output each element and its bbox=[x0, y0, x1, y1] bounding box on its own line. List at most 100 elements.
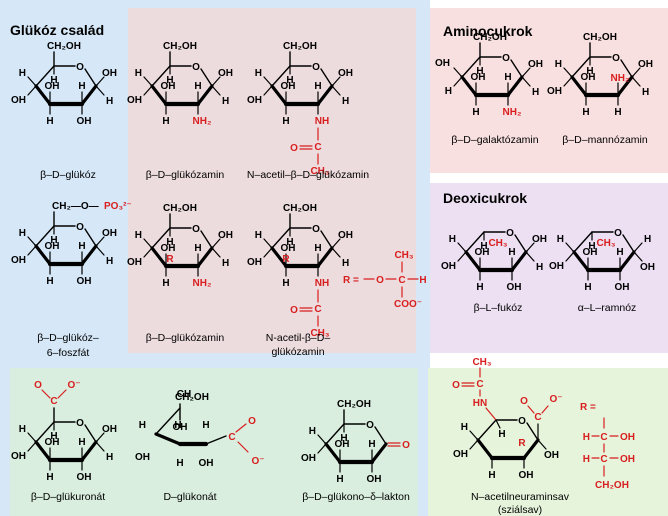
mol-n-acetyl-glucosamine-bond-c4-up bbox=[263, 76, 273, 87]
mol-n-acetyl-glucosamine-ring-oxygen: O bbox=[312, 62, 320, 73]
mol-n-acetyl-glucosamine-h1: H bbox=[342, 96, 349, 107]
mol-b-d-glucosamine-h3: H bbox=[162, 116, 169, 127]
r-definition-h: H bbox=[419, 275, 426, 286]
mol-glucuronate-bond-c4-up bbox=[27, 432, 37, 443]
mol-b-l-fucose-bond-c1-c2 bbox=[510, 250, 528, 272]
mol-glucuronate-bond-co bbox=[41, 389, 51, 399]
mol-b-d-mannosamine-h4: H bbox=[555, 59, 562, 70]
mol-n-acetyl-glucosamine-ch3: CH₃ bbox=[310, 166, 329, 177]
mol-b-d-glucosamine-r-bond-c1-c2 bbox=[196, 246, 214, 268]
mol-b-d-glucose-bond-c4-up bbox=[27, 76, 37, 87]
mol-n-acetyl-glucosamine-r-bond-c4-up bbox=[263, 238, 273, 249]
mol-sialic-acid-h4: H bbox=[461, 422, 468, 433]
mol-b-d-mannosamine-bond-c4-down bbox=[563, 76, 573, 87]
r-definition-ch3: CH₃ bbox=[394, 250, 413, 261]
mol-b-d-glucose-bond-c3-c4 bbox=[34, 84, 52, 106]
r-definition-o: O bbox=[376, 275, 384, 286]
mol-n-acetyl-glucosamine-r-bond-c3-c4 bbox=[270, 246, 288, 268]
mol-a-l-rhamnose-bond-c1-up bbox=[633, 242, 643, 253]
mol-glucose-6-phosphate-bond-c1-up bbox=[95, 236, 105, 247]
mol-b-d-glucosamine-oh4: OH bbox=[127, 95, 142, 106]
label-b-d-mannosamine: β–D–mannózamin bbox=[562, 134, 648, 146]
mol-gluconate-oh2: OH bbox=[199, 458, 214, 469]
mol-n-acetyl-glucosamine-bond-c1-c2 bbox=[316, 84, 334, 106]
mol-b-l-fucose-bond-c4-down bbox=[457, 251, 467, 262]
mol-glucuronate-bond-c4-down bbox=[27, 441, 37, 452]
mol-glucuronate-bond-c3-c4 bbox=[34, 440, 52, 462]
mol-gluconate-ch2oh: CH₂OH bbox=[175, 392, 209, 403]
mol-sialic-acid-r-group: R bbox=[518, 438, 526, 449]
mol-gluconolactone-oh2: OH bbox=[367, 474, 382, 485]
mol-b-d-glucosamine-r-h3: H bbox=[162, 278, 169, 289]
mol-b-d-galactosamine-bond-o-c1 bbox=[510, 59, 523, 78]
mol-n-acetyl-glucosamine-bond-c4-c5 bbox=[271, 65, 291, 87]
mol-glucuronate-h4: H bbox=[19, 424, 26, 435]
mol-b-d-galactosamine-h1: H bbox=[532, 87, 539, 98]
label-n-acetyl-glucosamine: N–acetil–β–D–glükózamin bbox=[247, 169, 369, 181]
r-definition-label: R = bbox=[343, 275, 359, 286]
mol-b-d-galactosamine-ch2oh: CH₂OH bbox=[473, 32, 507, 43]
mol-b-d-glucose-ch2oh: CH₂OH bbox=[47, 41, 81, 52]
mol-n-acetyl-glucosamine-bond-o-c1 bbox=[320, 68, 333, 87]
mol-b-d-glucose-oh3: OH bbox=[45, 81, 60, 92]
r-chain-h2: H bbox=[583, 454, 590, 465]
mol-b-d-mannosamine-h5: H bbox=[586, 66, 593, 77]
mol-glucuronate-h3: H bbox=[46, 472, 53, 483]
mol-b-d-mannosamine-oh1: OH bbox=[638, 59, 653, 70]
mol-b-d-glucose-oh2: OH bbox=[77, 116, 92, 127]
mol-gluconate-oh4: OH bbox=[135, 452, 150, 463]
r-chain-c2: C bbox=[600, 454, 607, 465]
mol-b-d-glucosamine-r-bond-c3-c4 bbox=[150, 246, 168, 268]
mol-b-d-glucosamine-h2: H bbox=[194, 81, 201, 92]
mol-glucose-6-phosphate-h5: H bbox=[50, 235, 57, 246]
mol-a-l-rhamnose-bond-c1-c2 bbox=[618, 250, 636, 272]
mol-b-d-galactosamine-bond-c4-down bbox=[453, 76, 463, 87]
mol-sialic-acid-bond-c1-down bbox=[537, 439, 547, 450]
mol-b-d-glucosamine-bond-c4-c5 bbox=[151, 65, 171, 87]
mol-glucose-6-phosphate-bond-c4-down bbox=[27, 245, 37, 256]
mol-b-d-glucosamine-bond-c1-c2 bbox=[196, 84, 214, 106]
mol-sialic-acid-bond-c4-up bbox=[469, 430, 479, 441]
mol-glucuronate-o-minus: O⁻ bbox=[67, 380, 80, 391]
mol-b-l-fucose-oh4: OH bbox=[441, 261, 456, 272]
mol-gluconolactone-bond-c4-down bbox=[317, 443, 327, 454]
mol-gluconate-bond-co-minus bbox=[237, 441, 249, 453]
mol-b-d-galactosamine-h3: H bbox=[472, 107, 479, 118]
mol-sialic-acid-oh2: OH bbox=[519, 470, 534, 481]
mol-glucose-6-phosphate-po3: PO₃²⁻ bbox=[104, 201, 132, 212]
sialic-panel bbox=[428, 368, 668, 516]
mol-b-d-glucose-ring-oxygen: O bbox=[76, 62, 84, 73]
mol-b-d-glucose-h2: H bbox=[78, 81, 85, 92]
mol-b-l-fucose-bond-c4-up bbox=[457, 242, 467, 253]
mol-b-d-galactosamine-h4: H bbox=[445, 86, 452, 97]
label-b-d-glucosamine-r: β–D–glükózamin bbox=[146, 332, 225, 344]
mol-glucose-6-phosphate-bond-c1-down bbox=[95, 245, 105, 256]
r-chain-c1: C bbox=[600, 432, 607, 443]
mol-glucuronate-bond-o-c1 bbox=[84, 424, 97, 443]
mol-b-d-galactosamine-nh2: NH₂ bbox=[503, 107, 522, 118]
mol-sialic-acid-bond-carboxyl-o-minus bbox=[541, 405, 549, 414]
mol-b-d-mannosamine-ring-oxygen: O bbox=[612, 53, 620, 64]
mol-b-d-glucosamine-r-bond-o-c1 bbox=[200, 230, 213, 249]
mol-b-d-glucosamine-bond-c4-up bbox=[143, 76, 153, 87]
mol-n-acetyl-glucosamine-oh3: OH bbox=[281, 81, 296, 92]
deoxysugar-panel bbox=[430, 183, 668, 353]
mol-b-d-glucosamine-r-nh2: NH₂ bbox=[193, 278, 212, 289]
mol-sialic-acid-ch3: CH₃ bbox=[472, 357, 491, 368]
mol-b-d-galactosamine-oh4: OH bbox=[435, 58, 450, 69]
mol-n-acetyl-glucosamine-ch2oh: CH₂OH bbox=[283, 41, 317, 52]
mol-glucuronate-oh2: OH bbox=[77, 472, 92, 483]
label-gluconate: D–glükonát bbox=[163, 491, 216, 503]
mol-b-d-glucosamine-r-oh1: OH bbox=[218, 230, 233, 241]
mol-b-d-glucosamine-r-group: R bbox=[166, 254, 174, 265]
mol-gluconate-h5: H bbox=[174, 420, 181, 431]
r-chain-label: R = bbox=[580, 402, 596, 413]
mol-sialic-acid-bond-c3-c4 bbox=[476, 438, 494, 460]
mol-n-acetyl-glucosamine-r-h1: H bbox=[342, 258, 349, 269]
mol-n-acetyl-glucosamine-r-group: R bbox=[282, 254, 290, 265]
mol-glucose-6-phosphate-oh1: OH bbox=[102, 228, 117, 239]
deoxysugar-heading: Deoxicukrok bbox=[443, 190, 527, 206]
mol-b-d-glucosamine-bond-c1-up bbox=[211, 76, 221, 87]
mol-n-acetyl-glucosamine-r-nh: NH bbox=[315, 278, 329, 289]
